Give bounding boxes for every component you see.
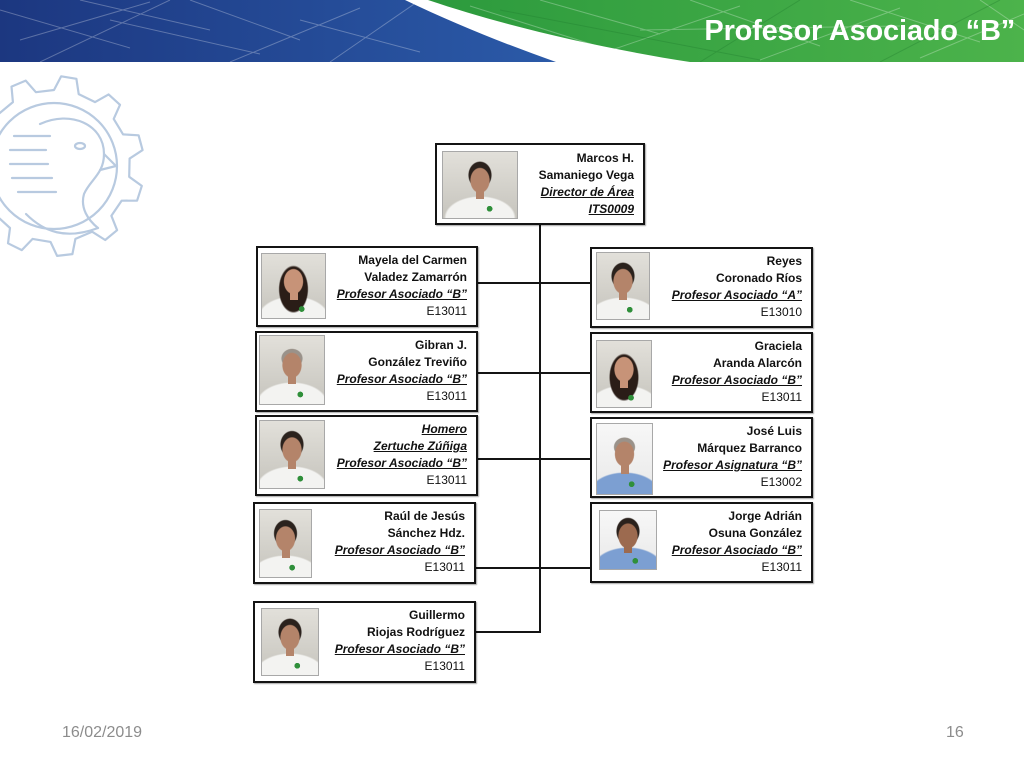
connector-row-5 bbox=[476, 631, 541, 633]
person-photo bbox=[259, 509, 312, 578]
given-names: Graciela bbox=[754, 339, 802, 353]
org-card-right-3: José Luis Márquez Barranco Profesor Asig… bbox=[590, 417, 813, 498]
person-photo bbox=[261, 608, 319, 676]
position-title: Profesor Asociado “B” bbox=[336, 372, 467, 386]
org-card-left-5: Guillermo Riojas Rodríguez Profesor Asoc… bbox=[253, 601, 476, 683]
surnames: Márquez Barranco bbox=[697, 441, 802, 455]
org-card-right-4: Jorge Adrián Osuna González Profesor Aso… bbox=[590, 502, 813, 583]
person-photo bbox=[596, 423, 653, 495]
card-text: Jorge Adrián Osuna González Profesor Aso… bbox=[672, 508, 802, 576]
org-card-left-3: Homero Zertuche Zúñiga Profesor Asociado… bbox=[255, 415, 478, 496]
org-card-left-4: Raúl de Jesús Sánchez Hdz. Profesor Asoc… bbox=[253, 502, 476, 584]
given-names: Raúl de Jesús bbox=[384, 509, 465, 523]
employee-code: E13011 bbox=[424, 659, 465, 673]
position-title: Profesor Asociado “A” bbox=[671, 288, 802, 302]
person-photo bbox=[442, 151, 518, 219]
org-card-left-2: Gibran J. González Treviño Profesor Asoc… bbox=[255, 331, 478, 412]
banner-green-band bbox=[428, 0, 1024, 62]
slide-title: Profesor Asociado “B” bbox=[704, 15, 1015, 47]
slide-number: 16 bbox=[946, 724, 964, 741]
card-text: Raúl de Jesús Sánchez Hdz. Profesor Asoc… bbox=[335, 508, 465, 576]
person-photo bbox=[596, 340, 652, 408]
surnames: Coronado Ríos bbox=[716, 271, 802, 285]
position-title: Director de Área bbox=[540, 185, 634, 199]
connector-vertical bbox=[539, 225, 541, 633]
position-title: Profesor Asociado “B” bbox=[336, 287, 467, 301]
surnames: Zertuche Zúñiga bbox=[373, 439, 467, 453]
card-text: Gibran J. González Treviño Profesor Asoc… bbox=[337, 337, 467, 405]
surnames: Riojas Rodríguez bbox=[366, 625, 465, 639]
header-banner bbox=[0, 0, 1024, 62]
surnames: Sánchez Hdz. bbox=[387, 526, 465, 540]
card-text: Graciela Aranda Alarcón Profesor Asociad… bbox=[672, 338, 802, 406]
position-title: Profesor Asociado “B” bbox=[336, 456, 467, 470]
connector-row-2 bbox=[478, 372, 590, 374]
position-title: Profesor Asignatura “B” bbox=[663, 458, 802, 472]
connector-row-1 bbox=[478, 282, 590, 284]
given-names: Homero bbox=[421, 422, 467, 436]
employee-code: ITS0009 bbox=[588, 202, 634, 216]
surnames: Valadez Zamarrón bbox=[364, 270, 467, 284]
employee-code: E13002 bbox=[760, 475, 802, 489]
connector-row-3 bbox=[478, 458, 590, 460]
org-card-director: Marcos H. Samaniego Vega Director de Áre… bbox=[435, 143, 645, 225]
banner-network-lines bbox=[0, 0, 1024, 62]
surnames: Aranda Alarcón bbox=[713, 356, 802, 370]
card-text: Homero Zertuche Zúñiga Profesor Asociado… bbox=[337, 421, 467, 489]
card-text: Reyes Coronado Ríos Profesor Asociado “A… bbox=[672, 253, 802, 321]
connector-row-4 bbox=[476, 567, 590, 569]
surnames: Samaniego Vega bbox=[538, 168, 634, 182]
employee-code: E13011 bbox=[761, 560, 802, 574]
position-title: Profesor Asociado “B” bbox=[334, 543, 465, 557]
position-title: Profesor Asociado “B” bbox=[671, 373, 802, 387]
banner-network-lines-dark bbox=[499, 0, 1001, 62]
person-photo bbox=[259, 420, 325, 489]
given-names: Gibran J. bbox=[414, 338, 467, 352]
gear-logo-icon bbox=[0, 62, 145, 274]
given-names: Mayela del Carmen bbox=[358, 253, 467, 267]
person-photo bbox=[599, 510, 657, 570]
card-text: Mayela del Carmen Valadez Zamarrón Profe… bbox=[337, 252, 467, 320]
card-text: Guillermo Riojas Rodríguez Profesor Asoc… bbox=[335, 607, 465, 675]
given-names: Marcos H. bbox=[576, 151, 634, 165]
employee-code: E13011 bbox=[426, 304, 467, 318]
position-title: Profesor Asociado “B” bbox=[334, 642, 465, 656]
surnames: Osuna González bbox=[708, 526, 802, 540]
slide-date: 16/02/2019 bbox=[62, 724, 143, 741]
person-photo bbox=[261, 253, 326, 319]
org-card-right-1: Reyes Coronado Ríos Profesor Asociado “A… bbox=[590, 247, 813, 328]
employee-code: E13011 bbox=[761, 390, 802, 404]
given-names: José Luis bbox=[746, 424, 802, 438]
org-card-right-2: Graciela Aranda Alarcón Profesor Asociad… bbox=[590, 332, 813, 413]
org-card-left-1: Mayela del Carmen Valadez Zamarrón Profe… bbox=[256, 246, 478, 327]
surnames: González Treviño bbox=[368, 355, 467, 369]
card-text: José Luis Márquez Barranco Profesor Asig… bbox=[663, 423, 802, 491]
given-names: Guillermo bbox=[408, 608, 465, 622]
person-photo bbox=[259, 335, 325, 405]
given-names: Reyes bbox=[766, 254, 802, 268]
employee-code: E13010 bbox=[760, 305, 802, 319]
employee-code: E13011 bbox=[426, 389, 467, 403]
card-text: Marcos H. Samaniego Vega Director de Áre… bbox=[539, 150, 634, 218]
given-names: Jorge Adrián bbox=[728, 509, 802, 523]
person-photo bbox=[596, 252, 650, 320]
employee-code: E13011 bbox=[424, 560, 465, 574]
banner-blue-band bbox=[0, 0, 556, 62]
position-title: Profesor Asociado “B” bbox=[671, 543, 802, 557]
employee-code: E13011 bbox=[426, 473, 467, 487]
